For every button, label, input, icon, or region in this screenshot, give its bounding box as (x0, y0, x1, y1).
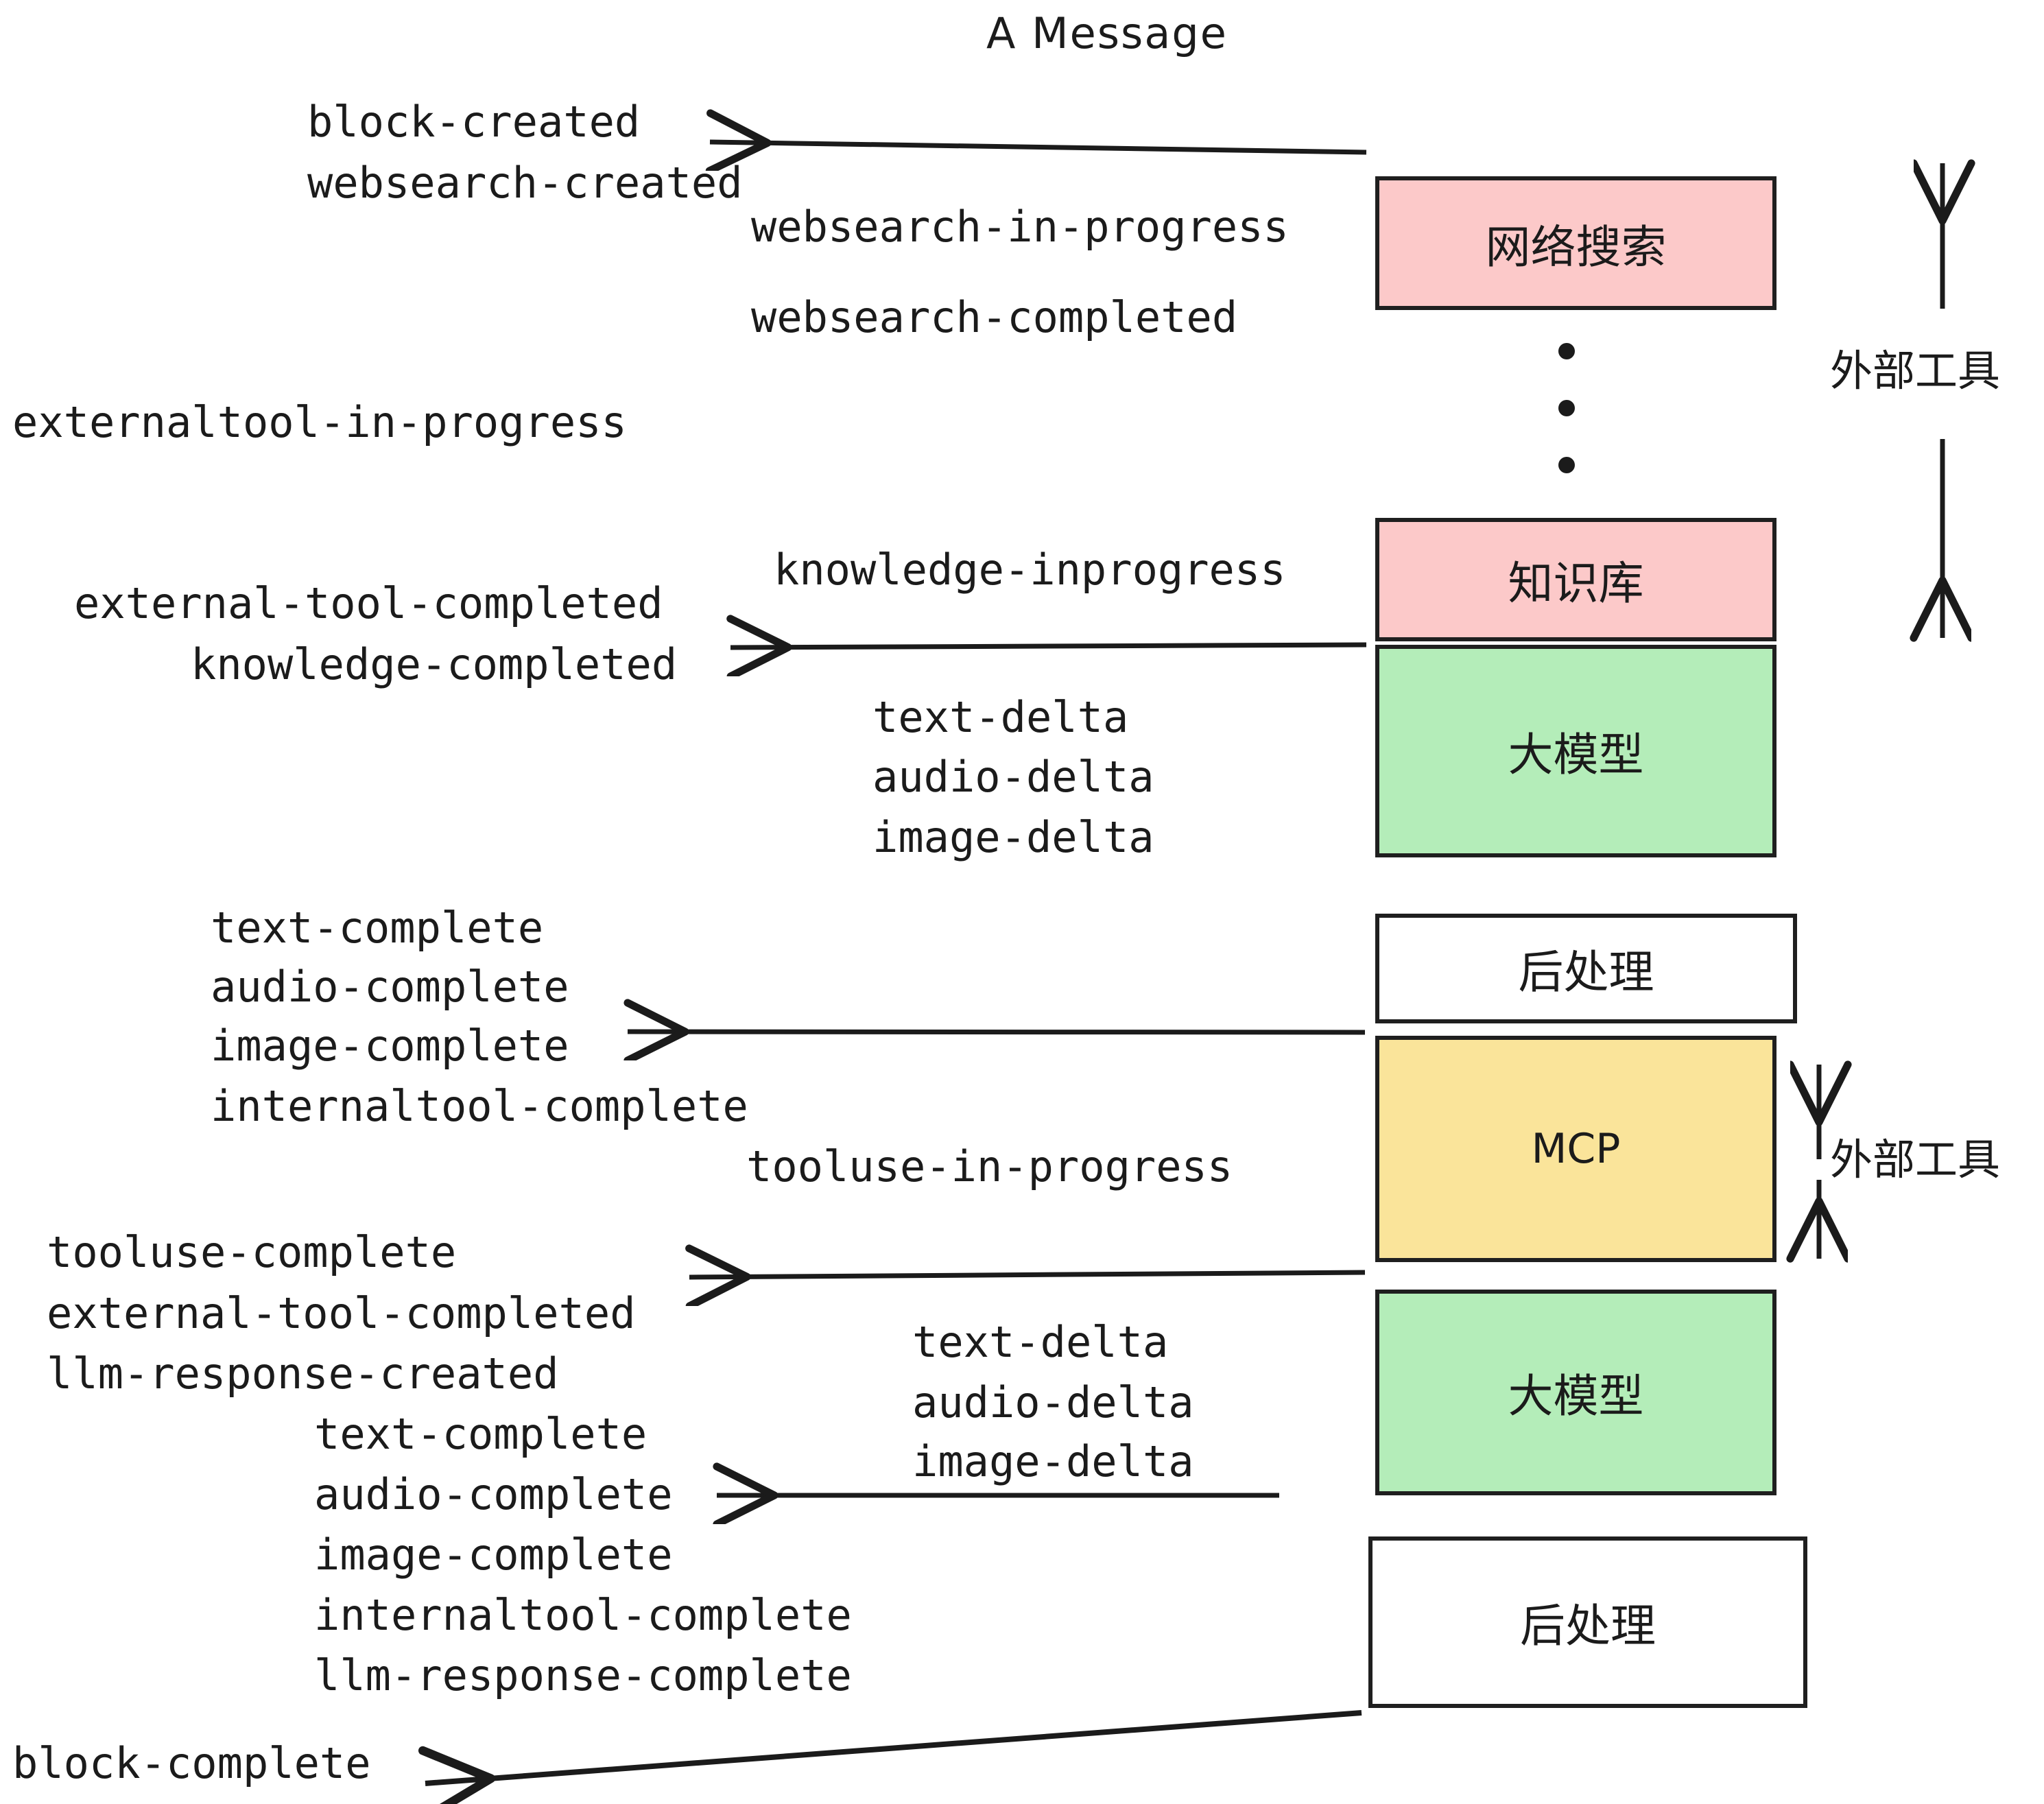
stage-box-mcp-label: MCP (1531, 1125, 1621, 1173)
event-label-internaltool-complete-2: internaltool-complete (314, 1590, 852, 1640)
ellipsis-dot (1558, 343, 1575, 359)
ellipsis-dot (1558, 457, 1575, 473)
event-label-knowledge-inprogress: knowledge-inprogress (774, 545, 1286, 595)
arrow-to-block-created (710, 142, 1367, 152)
event-label-block-created: block-created (307, 97, 641, 147)
event-label-tooluse-in-progress: tooluse-in-progress (746, 1141, 1233, 1191)
event-label-text-delta-1: text-delta (872, 692, 1129, 742)
stage-box-knowledge-label: 知识库 (1508, 557, 1644, 610)
event-label-audio-complete-2: audio-complete (314, 1469, 673, 1519)
ellipsis-dot (1558, 400, 1575, 416)
stage-box-postprocess-1-label: 后处理 (1518, 946, 1654, 999)
event-label-llm-response-complete: llm-response-complete (314, 1650, 852, 1700)
arrow-to-knowledge-completed (730, 645, 1367, 648)
vertical-ellipsis (1558, 343, 1575, 473)
group-label-external-tools-bottom: 外部工具 (1830, 1135, 2001, 1185)
stage-box-websearch-label: 网络搜索 (1485, 220, 1667, 274)
event-label-block-complete: block-complete (12, 1738, 371, 1788)
event-label-image-complete-1: image-complete (211, 1021, 569, 1071)
stage-box-llm-2-label: 大模型 (1508, 1370, 1644, 1423)
event-label-image-complete-2: image-complete (314, 1530, 673, 1580)
event-label-audio-delta-2: audio-delta (912, 1377, 1194, 1427)
event-label-text-delta-2: text-delta (912, 1317, 1169, 1367)
event-label-tooluse-complete: tooluse-complete (47, 1227, 457, 1277)
group-label-external-tools-top: 外部工具 (1830, 346, 2001, 396)
arrow-to-block-complete (425, 1710, 1362, 1783)
event-label-externaltool-in-progress: externaltool-in-progress (12, 397, 627, 447)
stage-box-postprocess-2-label: 后处理 (1520, 1600, 1656, 1652)
stage-box-llm-1-label: 大模型 (1508, 728, 1644, 781)
event-label-text-complete-2: text-complete (314, 1409, 647, 1459)
event-label-llm-response-created: llm-response-created (47, 1349, 559, 1399)
stage-box-postprocess-2[interactable]: 后处理 (1368, 1536, 1807, 1708)
diagram-title: A Message (986, 8, 1228, 58)
event-label-websearch-created: websearch-created (307, 158, 743, 208)
stage-box-knowledge[interactable]: 知识库 (1375, 518, 1776, 641)
event-label-image-delta-1: image-delta (872, 812, 1154, 862)
stage-box-llm-1[interactable]: 大模型 (1375, 645, 1776, 857)
arrow-to-tooluse-complete (689, 1272, 1366, 1277)
event-label-knowledge-completed: knowledge-completed (191, 639, 678, 689)
event-label-websearch-completed: websearch-completed (751, 292, 1238, 342)
event-label-external-tool-completed-1: external-tool-completed (74, 578, 663, 628)
event-label-text-complete-1: text-complete (211, 903, 544, 953)
event-label-websearch-in-progress: websearch-in-progress (751, 202, 1289, 252)
event-label-audio-delta-1: audio-delta (872, 752, 1154, 802)
stage-box-websearch[interactable]: 网络搜索 (1375, 176, 1776, 310)
event-label-internaltool-complete-1: internaltool-complete (211, 1081, 748, 1131)
event-label-audio-complete-1: audio-complete (211, 962, 569, 1012)
event-label-image-delta-2: image-delta (912, 1436, 1194, 1486)
event-label-external-tool-completed-2: external-tool-completed (47, 1288, 636, 1338)
stage-box-mcp[interactable]: MCP (1375, 1036, 1776, 1262)
stage-box-llm-2[interactable]: 大模型 (1375, 1290, 1776, 1495)
stage-box-postprocess-1[interactable]: 后处理 (1375, 914, 1797, 1023)
